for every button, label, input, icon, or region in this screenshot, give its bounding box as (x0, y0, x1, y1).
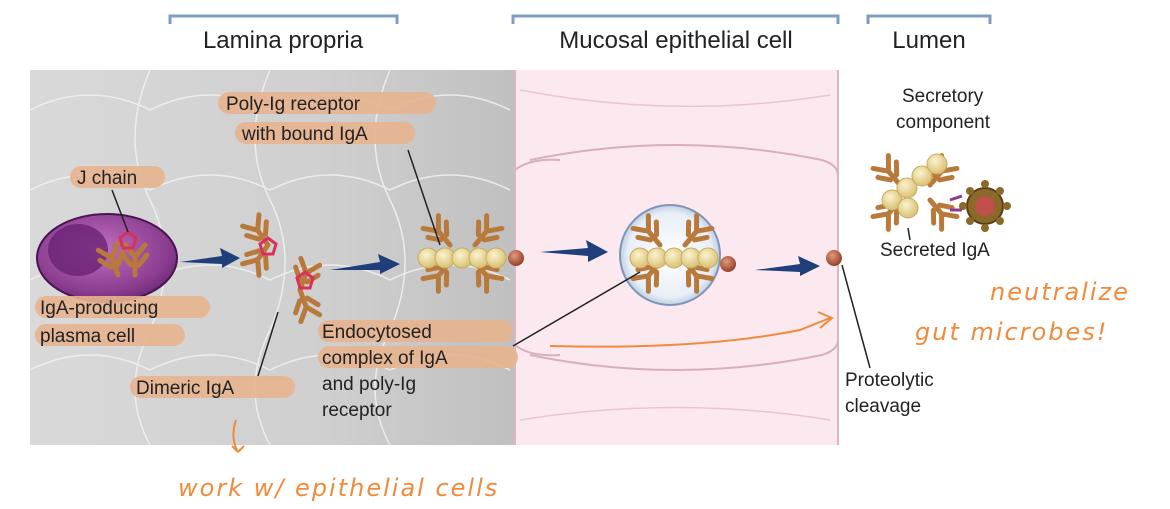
handwritten-annotations (231, 311, 834, 453)
label-and-poly-ig: and poly-Ig (322, 374, 416, 395)
dimeric-iga-icon (241, 214, 322, 323)
note-gut-microbes: gut microbes! (915, 318, 1108, 346)
note-work-with-epithelial-cells: work w/ epithelial cells (178, 474, 499, 502)
label-endocytosed: Endocytosed (322, 322, 432, 343)
note-neutralize: neutralize (990, 278, 1130, 306)
header-lamina-propria: Lamina propria (203, 27, 364, 54)
label-cleavage: cleavage (845, 396, 921, 417)
cleaved-receptor-fragment-icon (826, 250, 842, 266)
j-chain-icon (118, 230, 138, 250)
label-highlights (35, 92, 518, 398)
flow-arrows (180, 240, 820, 276)
secreted-iga-icon (872, 154, 963, 231)
label-component: component (896, 112, 991, 133)
label-secreted-iga: Secreted IgA (880, 240, 990, 261)
label-poly-ig-receptor: Poly-Ig receptor (226, 94, 361, 115)
label-dimeric-iga: Dimeric IgA (136, 378, 235, 399)
label-iga-producing: IgA-producing (40, 298, 158, 319)
label-receptor: receptor (322, 400, 392, 421)
iga-producing-plasma-cell (36, 213, 178, 303)
poly-ig-receptor-complex-icon (417, 214, 524, 292)
header-lumen: Lumen (892, 27, 965, 54)
microbe-icon (959, 180, 1011, 232)
label-j-chain: J chain (77, 168, 137, 189)
header-mucosal-epithelial-cell: Mucosal epithelial cell (559, 27, 792, 54)
endocytosed-vesicle-icon (619, 204, 736, 306)
pointer-lines (111, 149, 911, 377)
label-with-bound-iga: with bound IgA (241, 124, 368, 145)
header-brackets (168, 14, 992, 24)
label-complex-of-iga: complex of IgA (322, 348, 448, 369)
label-plasma-cell: plasma cell (40, 326, 135, 347)
label-proteolytic: Proteolytic (845, 370, 934, 391)
label-secretory: Secretory (902, 86, 984, 107)
